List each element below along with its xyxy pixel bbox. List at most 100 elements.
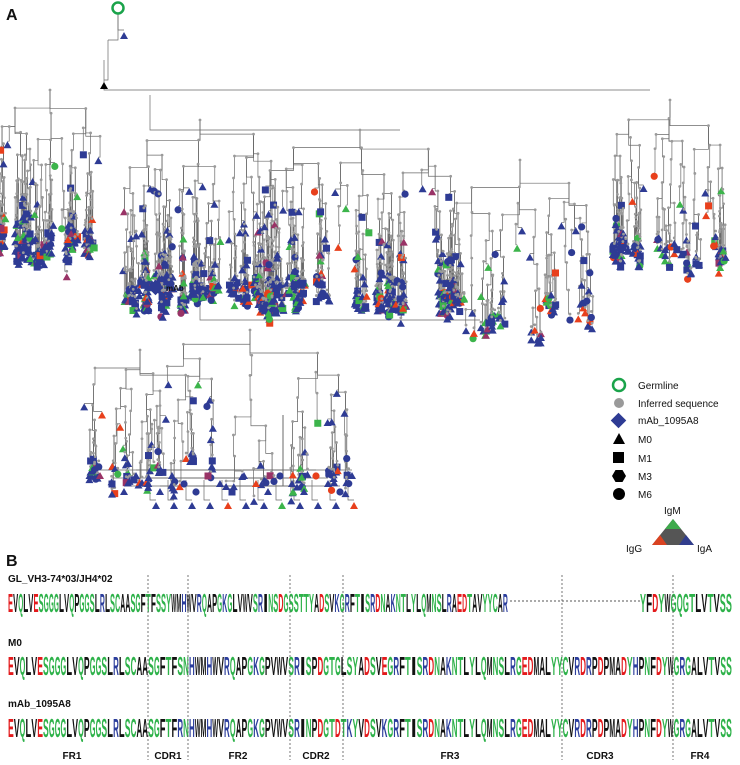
inferred-node: [269, 187, 273, 190]
inferred-node: [470, 210, 474, 214]
inferred-node: [473, 309, 477, 312]
inferred-node: [403, 298, 407, 302]
tree-edge: [125, 369, 132, 390]
inferred-node: [229, 266, 233, 269]
inferred-node: [140, 269, 144, 273]
inferred-node: [15, 153, 19, 157]
tree-edge: [62, 163, 64, 192]
inferred-node: [211, 182, 215, 186]
inferred-node: [44, 163, 48, 166]
tree-edge: [210, 244, 213, 263]
tree-edge: [178, 189, 181, 207]
inferred-node: [273, 186, 276, 190]
inferred-node: [270, 212, 274, 216]
inferred-node: [48, 174, 52, 178]
inferred-node: [396, 234, 400, 238]
tree-edge: [130, 210, 132, 233]
inferred-node: [262, 275, 266, 279]
tree-edge: [616, 134, 621, 157]
inferred-node: [256, 285, 260, 288]
inferred-node: [180, 249, 184, 253]
tree-edge: [183, 139, 199, 167]
sequence-node: [94, 157, 103, 165]
tree-edge: [282, 168, 287, 192]
inferred-node: [179, 292, 183, 296]
inferred-node: [76, 229, 79, 233]
tree-edge: [317, 163, 323, 186]
inferred-node: [157, 192, 161, 196]
inferred-node: [48, 212, 52, 216]
inferred-node: [388, 253, 391, 257]
tree-edge: [148, 166, 154, 188]
inferred-node: [85, 191, 88, 195]
tree-edge: [571, 204, 575, 231]
tree-edge: [7, 126, 10, 142]
tree-edge: [565, 219, 567, 247]
tree-edge: [705, 167, 709, 190]
tree-edge: [356, 196, 360, 211]
tree-edge: [142, 394, 147, 423]
inferred-node: [217, 218, 220, 222]
inferred-node: [400, 229, 404, 233]
tree-edge: [146, 140, 163, 156]
inferred-node: [60, 208, 64, 212]
tree-edge: [628, 100, 671, 121]
inferred-node: [139, 274, 143, 278]
tree-edge: [619, 156, 621, 184]
tree-edge: [249, 375, 251, 401]
inferred-node: [181, 211, 184, 215]
inferred-node: [277, 227, 281, 231]
inferred-node: [402, 234, 406, 238]
tree-edge: [631, 179, 633, 199]
sequence-node: [0, 241, 5, 249]
tree-edge: [161, 155, 167, 181]
tree-edge: [364, 254, 367, 270]
inferred-node: [130, 294, 134, 298]
inferred-node: [360, 289, 364, 293]
tree-edge: [220, 415, 284, 479]
tree-edge: [377, 199, 380, 220]
inferred-node: [243, 273, 247, 277]
sequence-node: [14, 241, 22, 249]
sequence-node: [214, 281, 223, 289]
tree-edge: [586, 271, 589, 288]
inferred-node: [20, 154, 24, 157]
inferred-node: [83, 223, 87, 227]
inferred-node: [168, 258, 172, 261]
tree-edge: [655, 134, 657, 150]
inferred-node: [162, 240, 166, 244]
inferred-node: [128, 231, 132, 234]
tree-edge: [338, 182, 342, 207]
panel-b-letter: B: [6, 553, 18, 570]
tree-edge: [27, 170, 30, 189]
inferred-node: [301, 259, 305, 263]
tree-edge: [198, 139, 215, 167]
tree-edge: [128, 434, 133, 453]
inferred-node: [452, 288, 456, 292]
inferred-node: [70, 148, 74, 152]
tree-edge: [387, 213, 390, 230]
tree-edge: [488, 213, 493, 232]
inferred-node: [67, 209, 71, 213]
inferred-node: [70, 191, 74, 194]
inferred-node: [125, 270, 128, 274]
inferred-node: [261, 200, 265, 204]
inferred-node: [13, 196, 17, 199]
inferred-node: [445, 312, 449, 315]
inferred-node: [168, 252, 172, 255]
sequence-node: [445, 193, 453, 201]
inferred-node: [460, 272, 464, 276]
tree-edge: [311, 480, 318, 501]
inferred-node: [380, 211, 384, 215]
tree-edge: [439, 261, 442, 278]
inferred-node: [439, 256, 443, 260]
tree-edge: [154, 169, 159, 191]
inferred-node: [21, 224, 25, 228]
inferred-node: [357, 230, 361, 234]
tree-edge: [366, 213, 369, 230]
inferred-node: [0, 125, 4, 129]
inferred-node: [133, 277, 137, 281]
sequence-node: [178, 253, 187, 261]
tree-edge: [549, 183, 570, 199]
